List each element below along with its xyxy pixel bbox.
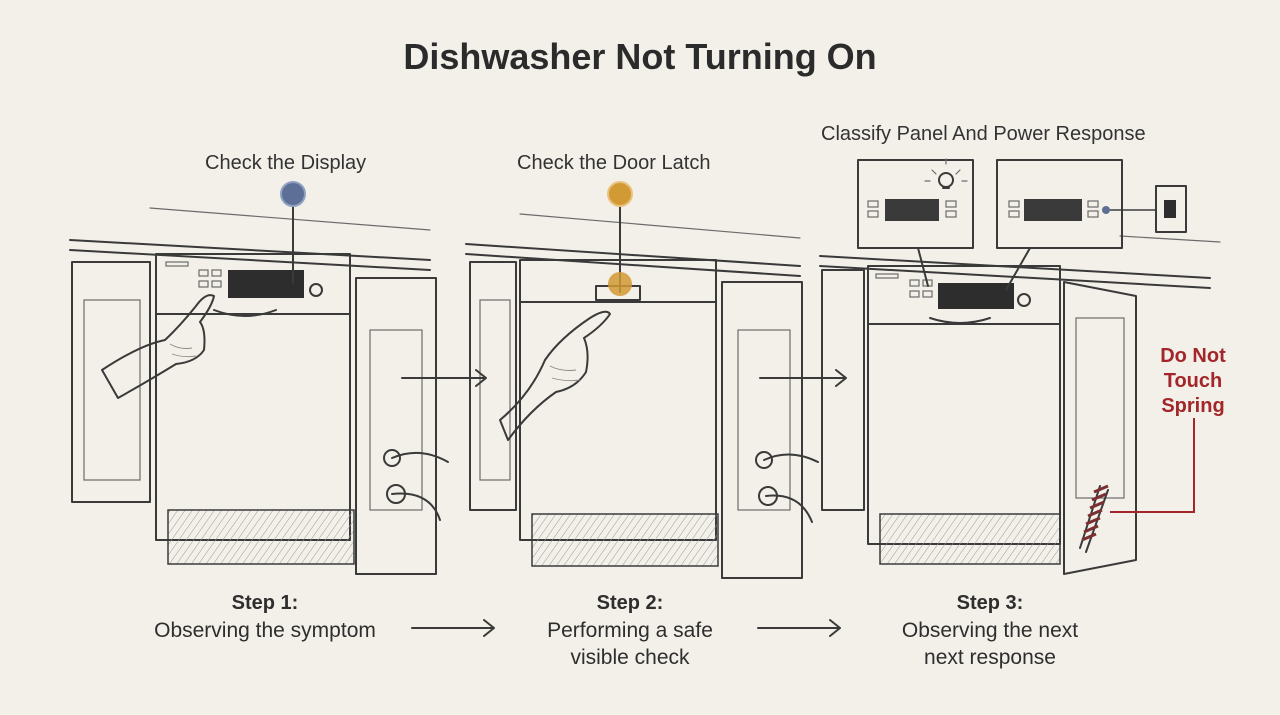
panel-zoom-lit <box>857 159 974 249</box>
arrow-right-icon <box>401 369 487 387</box>
scene-step-3 <box>819 158 1221 575</box>
dishwasher-3 <box>867 265 1061 565</box>
arrow-right-icon <box>411 619 495 637</box>
light-bulb-icon <box>924 158 968 189</box>
water-pipes-2 <box>755 451 819 523</box>
panel-zoom-power <box>996 159 1156 249</box>
arrow-right-icon <box>757 619 841 637</box>
scene-step-2 <box>465 181 819 579</box>
dishwasher-1 <box>155 253 355 565</box>
display-marker <box>280 181 306 207</box>
pointing-hand-icon <box>101 294 215 399</box>
water-pipes-1 <box>383 449 449 521</box>
step-3-caption: Step 3: Observing the next next response <box>860 590 1120 671</box>
latch-marker-glow <box>608 272 632 296</box>
callout-panel-response: Classify Panel And Power Response <box>821 123 1146 145</box>
latch-marker <box>607 181 633 207</box>
page-title: Dishwasher Not Turning On <box>403 36 877 77</box>
spring-icon <box>1079 484 1109 553</box>
step-1-heading: Step 1: <box>231 592 299 614</box>
wall-switch-icon <box>1155 185 1187 233</box>
callout-door-latch: Check the Door Latch <box>517 152 711 174</box>
step-2-caption: Step 2: Performing a safe visible check <box>500 590 760 671</box>
warning-label: Do Not Touch Spring <box>1150 344 1236 419</box>
step-2-text-line-2: visible check <box>570 646 690 669</box>
step-1-text: Observing the symptom <box>154 619 376 642</box>
dishwasher-2 <box>519 259 719 567</box>
step-2-heading: Step 2: <box>596 592 664 614</box>
warning-line-1: Do Not <box>1160 345 1226 367</box>
arrow-right-icon <box>759 369 847 387</box>
step-2-text-line-1: Performing a safe <box>547 619 713 642</box>
scene-step-1 <box>69 181 449 575</box>
callout-display: Check the Display <box>205 152 367 174</box>
step-1-caption: Step 1: Observing the symptom <box>130 590 400 644</box>
warning-line-3: Spring <box>1161 395 1225 417</box>
pointing-hand-icon <box>499 310 611 441</box>
step-3-heading: Step 3: <box>956 592 1024 614</box>
warning-line-2: Touch <box>1163 370 1223 392</box>
step-3-text-line-2: next response <box>924 646 1056 669</box>
display-screen <box>228 270 304 298</box>
step-3-text-line-1: Observing the next <box>901 619 1079 642</box>
